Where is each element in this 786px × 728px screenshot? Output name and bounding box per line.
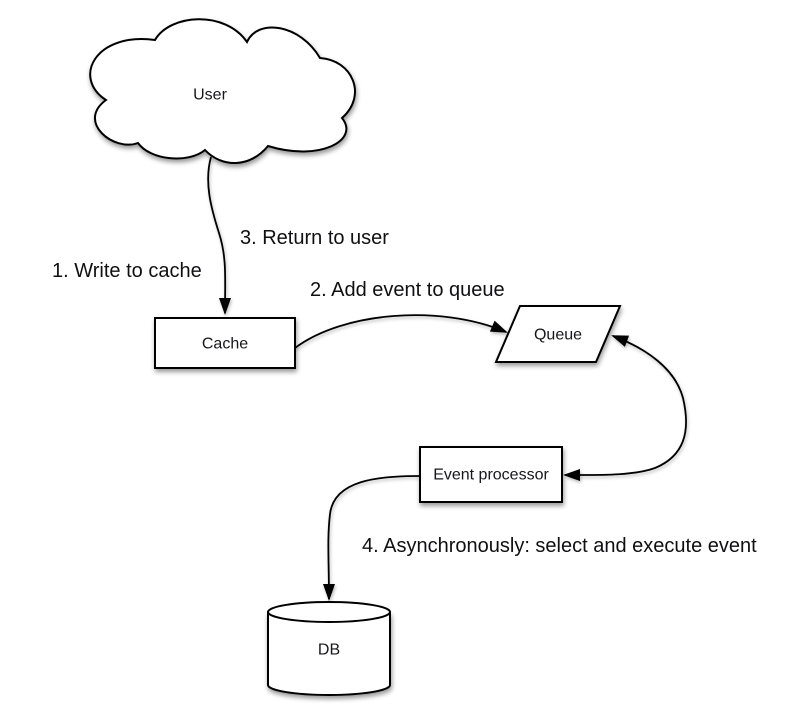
db-cylinder-shape bbox=[267, 601, 391, 696]
annotation-step3-return-to-user: 3. Return to user bbox=[240, 227, 389, 249]
edge-event-processor-to-db bbox=[322, 475, 421, 601]
cache-box-shape bbox=[154, 317, 296, 369]
annotation-step1-write-to-cache: 1. Write to cache bbox=[52, 260, 202, 282]
edge-user-to-cache bbox=[207, 156, 232, 315]
edge-cache-to-queue bbox=[294, 314, 508, 349]
edge-queue-event-processor bbox=[563, 335, 687, 482]
cache-node-label: Cache bbox=[201, 335, 249, 353]
user-cloud-shape bbox=[89, 18, 356, 164]
db-node-label: DB bbox=[317, 641, 341, 659]
annotation-step2-add-event-to-queue: 2. Add event to queue bbox=[310, 279, 505, 301]
db-cylinder-top bbox=[267, 601, 391, 623]
user-node-label: User bbox=[193, 86, 227, 104]
db-cylinder-body bbox=[267, 612, 391, 696]
annotation-step4-asynchronously: 4. Asynchronously: select and execute ev… bbox=[362, 535, 757, 557]
event-processor-node-label: Event processor bbox=[433, 466, 549, 484]
queue-node-label: Queue bbox=[533, 326, 583, 344]
event-processor-box-shape bbox=[419, 446, 563, 503]
